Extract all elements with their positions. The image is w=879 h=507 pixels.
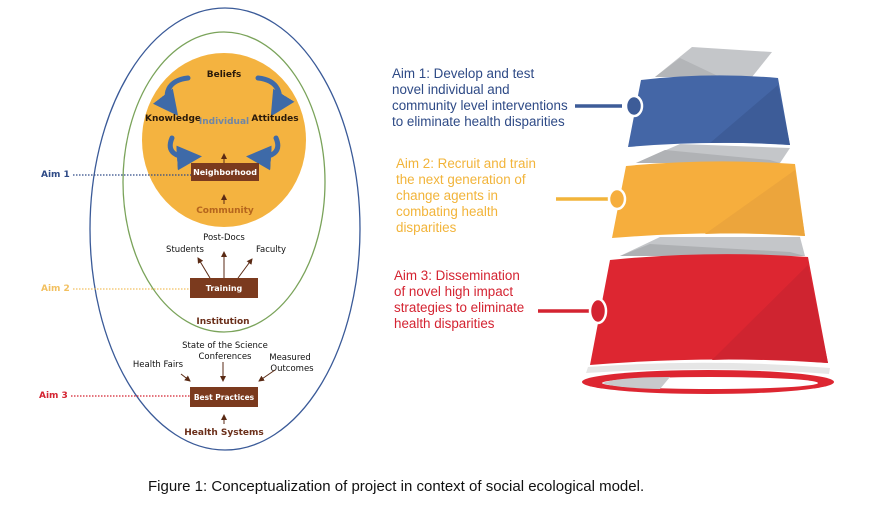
best-practices-box xyxy=(190,387,258,407)
aim1-description: Aim 1: Develop and test novel individual… xyxy=(392,66,568,129)
arrow-training-faculty xyxy=(237,258,253,279)
cycle-arrow-knowledge-individual xyxy=(167,135,202,171)
aim3-connector-dot xyxy=(588,297,608,325)
best-practices-label: Best Practices xyxy=(194,393,255,402)
aim3-layer xyxy=(582,254,834,394)
health-systems-label: Health Systems xyxy=(184,428,263,438)
figure-caption: Figure 1: Conceptualization of project i… xyxy=(148,478,645,495)
cycle-arrow-attitudes-individual xyxy=(246,135,281,171)
individual-label: Individual xyxy=(199,117,249,127)
aim2-description: Aim 2: Recruit and train the next genera… xyxy=(396,156,536,235)
aim3-marker-label: Aim 3 xyxy=(39,391,68,401)
aim1-layer xyxy=(628,75,790,147)
input-students: Students xyxy=(166,245,204,255)
aim2-layer xyxy=(612,161,805,238)
training-box xyxy=(190,278,258,298)
input-post-docs: Post-Docs xyxy=(203,233,245,243)
institution-ellipse xyxy=(122,31,326,333)
institution-label: Institution xyxy=(196,317,249,327)
input-faculty: Faculty xyxy=(256,245,286,255)
aim2-marker-label: Aim 2 xyxy=(41,284,70,294)
community-circle xyxy=(142,53,306,227)
aim2-connector xyxy=(556,187,627,211)
connector-top-shade xyxy=(655,58,720,77)
aim1-marker-label: Aim 1 xyxy=(41,170,70,180)
aim3-description: Aim 3: Dissemination of novel high impac… xyxy=(394,268,525,331)
cycle-arrow-beliefs-knowledge xyxy=(152,75,191,116)
aim1-connector xyxy=(575,94,644,118)
factor-attitudes: Attitudes xyxy=(251,114,298,124)
factor-knowledge: Knowledge xyxy=(145,114,201,124)
community-label: Community xyxy=(196,206,254,216)
individual-cycle-arrows xyxy=(152,75,295,171)
input-health-fairs: Health Fairs xyxy=(133,360,184,370)
aim1-connector-dot xyxy=(624,94,644,118)
health-systems-ellipse xyxy=(89,7,361,451)
arrow-measured-outcomes xyxy=(258,369,276,382)
connector-blue-orange-shade xyxy=(636,150,780,163)
factor-beliefs: Beliefs xyxy=(207,70,242,80)
arrow-health-fairs xyxy=(180,373,191,382)
connector-orange-red-shade xyxy=(620,244,805,256)
cycle-arrow-beliefs-attitudes xyxy=(255,75,295,117)
aim3-connector xyxy=(538,297,608,325)
neighborhood-box xyxy=(191,163,259,181)
neighborhood-label: Neighborhood xyxy=(193,168,257,177)
aim2-connector-dot xyxy=(607,187,627,211)
training-label: Training xyxy=(206,284,243,293)
arrow-training-students xyxy=(197,257,211,279)
